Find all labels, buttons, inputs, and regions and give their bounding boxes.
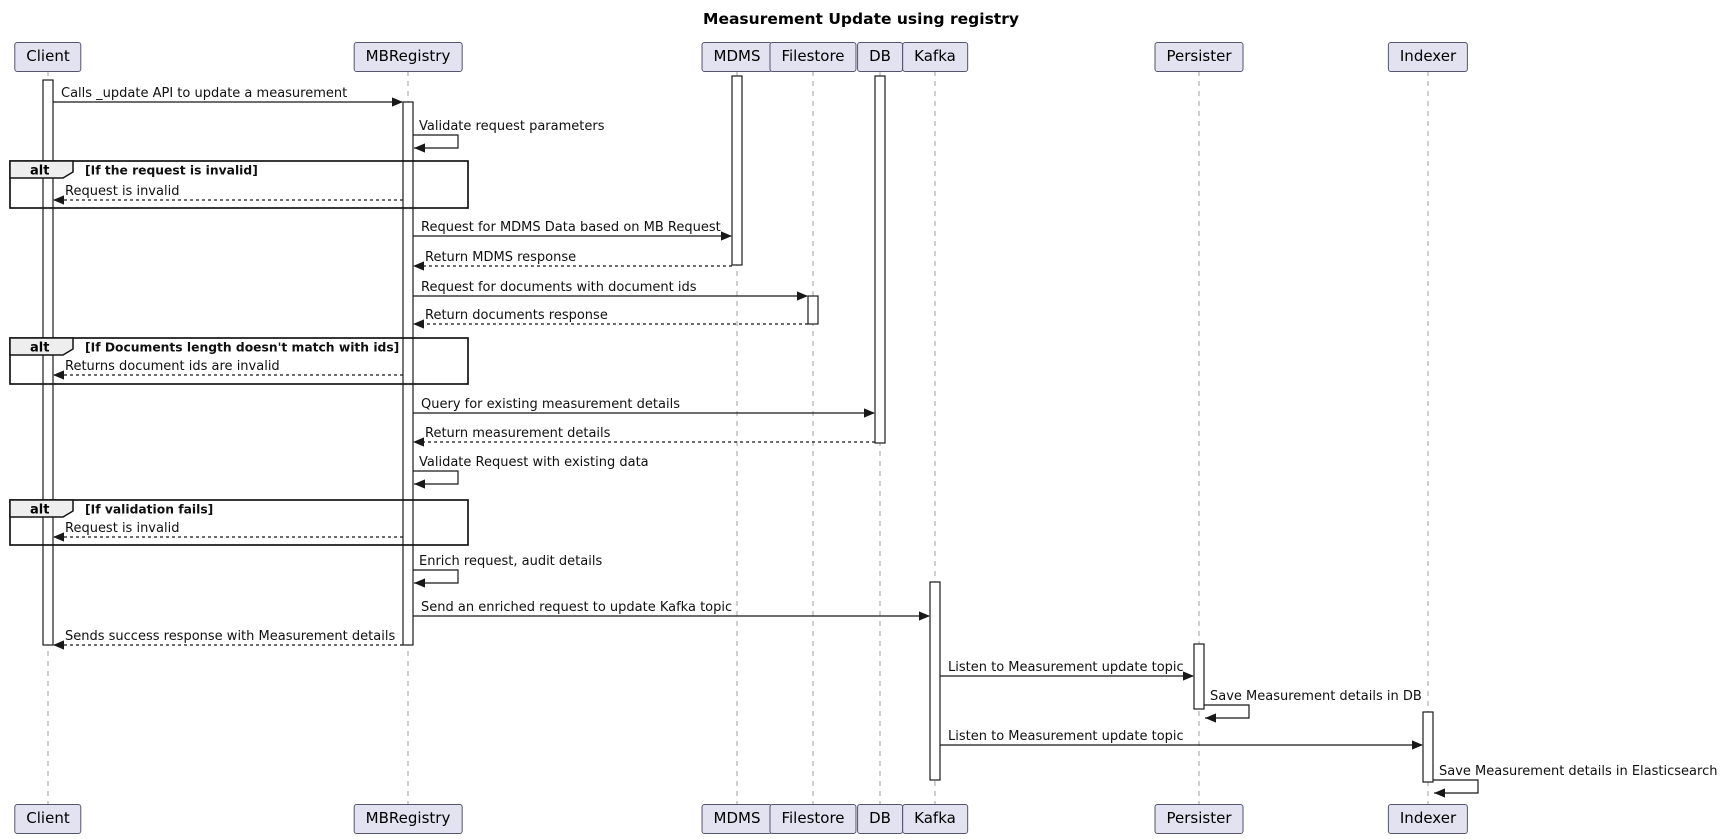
message-label: Request is invalid: [65, 521, 179, 536]
self-message-line: [1204, 704, 1250, 719]
message-arrowhead: [1183, 671, 1194, 681]
message-label: Return measurement details: [425, 426, 611, 441]
message-label: Save Measurement details in Elasticsearc…: [1439, 764, 1717, 779]
message-label: Validate request parameters: [419, 119, 605, 134]
participant-box-persister-bottom: Persister: [1154, 804, 1244, 834]
message-label: Validate Request with existing data: [419, 455, 649, 470]
alt-fragment-condition: [If Documents length doesn't match with …: [85, 341, 399, 355]
message-label: Enrich request, audit details: [419, 554, 602, 569]
activation-bar-kafka: [929, 581, 941, 781]
participant-box-mbregistry-bottom: MBRegistry: [353, 804, 463, 834]
self-message-line: [1433, 779, 1479, 794]
alt-fragment-pentagon: [9, 337, 74, 356]
message-label: Request for MDMS Data based on MB Reques…: [421, 220, 721, 235]
activation-bar-filestore: [807, 295, 819, 325]
message-arrowhead: [1434, 788, 1445, 798]
alt-fragment-1: [9, 160, 469, 209]
participant-box-indexer-top: Indexer: [1387, 42, 1469, 72]
activation-bar-indexer: [1422, 711, 1434, 783]
self-message-line: [413, 134, 459, 149]
diagram-title: Measurement Update using registry: [703, 10, 1019, 28]
participant-box-kafka-top: Kafka: [902, 42, 968, 72]
message-arrowhead: [53, 640, 64, 650]
participant-box-indexer-bottom: Indexer: [1387, 804, 1469, 834]
message-arrowhead: [392, 97, 403, 107]
participant-box-kafka-bottom: Kafka: [902, 804, 968, 834]
alt-fragment-keyword: alt: [30, 164, 49, 179]
message-label: Request is invalid: [65, 184, 179, 199]
alt-fragment-condition: [If the request is invalid]: [85, 164, 258, 178]
message-label: Returns document ids are invalid: [65, 359, 280, 374]
alt-fragment-condition: [If validation fails]: [85, 503, 213, 517]
activation-bar-db: [874, 75, 886, 444]
alt-fragment-keyword: alt: [30, 503, 49, 518]
message-arrowhead: [413, 437, 424, 447]
self-message-line: [413, 569, 459, 584]
participant-box-client-top: Client: [14, 42, 82, 72]
alt-fragment-3: [9, 499, 469, 546]
activation-bar-mbregistry: [402, 101, 414, 646]
message-label: Save Measurement details in DB: [1210, 689, 1422, 704]
message-arrowhead: [53, 195, 64, 205]
alt-fragment-keyword: alt: [30, 341, 49, 356]
message-label: Send an enriched request to update Kafka…: [421, 600, 732, 615]
self-message-line: [413, 470, 459, 485]
message-arrowhead: [53, 532, 64, 542]
participant-box-db-bottom: DB: [857, 804, 903, 834]
message-arrowhead: [721, 231, 732, 241]
message-label: Calls _update API to update a measuremen…: [61, 86, 347, 101]
message-label: Listen to Measurement update topic: [948, 729, 1184, 744]
alt-fragment-pentagon: [9, 499, 74, 518]
message-arrowhead: [864, 408, 875, 418]
message-arrowhead: [413, 319, 424, 329]
participant-box-filestore-top: Filestore: [769, 42, 857, 72]
message-label: Return documents response: [425, 308, 608, 323]
activation-bar-client: [42, 79, 54, 646]
message-arrowhead: [1205, 713, 1216, 723]
message-label: Return MDMS response: [425, 250, 576, 265]
participant-box-mbregistry-top: MBRegistry: [353, 42, 463, 72]
message-arrowhead: [413, 261, 424, 271]
activation-bar-mdms: [731, 75, 743, 266]
activation-bar-persister: [1193, 643, 1205, 710]
message-label: Listen to Measurement update topic: [948, 660, 1184, 675]
message-arrowhead: [919, 611, 930, 621]
message-label: Sends success response with Measurement …: [65, 629, 395, 644]
message-arrowhead: [414, 578, 425, 588]
message-label: Query for existing measurement details: [421, 397, 680, 412]
participant-box-db-top: DB: [857, 42, 903, 72]
alt-fragment-pentagon: [9, 160, 74, 179]
participant-box-client-bottom: Client: [14, 804, 82, 834]
participant-box-filestore-bottom: Filestore: [769, 804, 857, 834]
message-arrowhead: [1412, 740, 1423, 750]
message-arrowhead: [414, 479, 425, 489]
participant-box-persister-top: Persister: [1154, 42, 1244, 72]
message-label: Request for documents with document ids: [421, 280, 697, 295]
participant-box-mdms-top: MDMS: [701, 42, 773, 72]
message-arrowhead: [53, 370, 64, 380]
participant-box-mdms-bottom: MDMS: [701, 804, 773, 834]
message-arrowhead: [414, 143, 425, 153]
message-arrowhead: [797, 291, 808, 301]
alt-fragment-2: [9, 337, 469, 385]
